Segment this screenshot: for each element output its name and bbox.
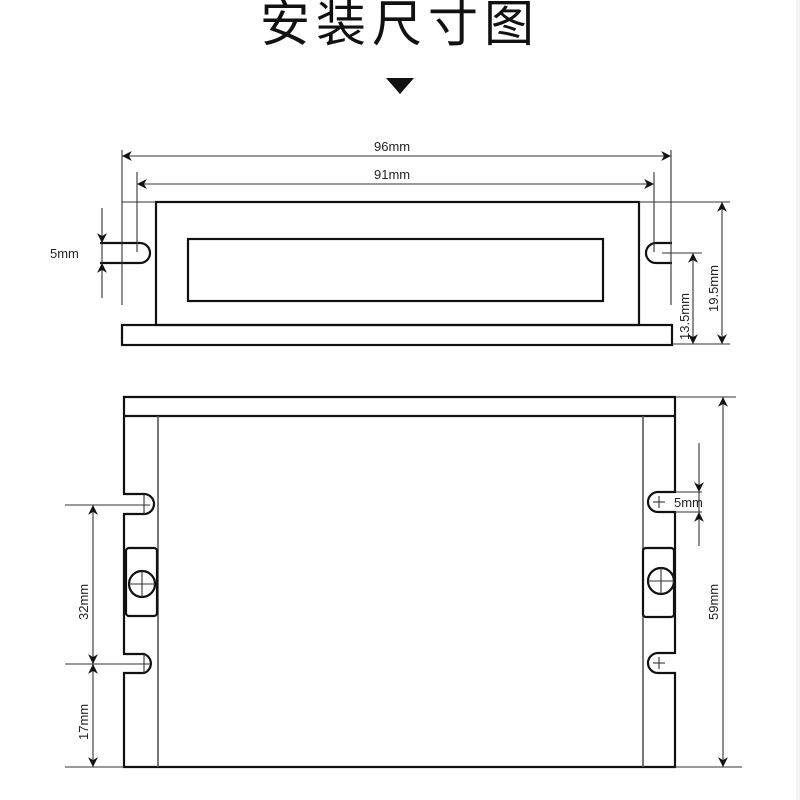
top-base-plate bbox=[120, 323, 674, 347]
dim-17mm: 17mm bbox=[76, 704, 91, 740]
dim-96mm: 96mm bbox=[374, 139, 410, 154]
top-body-outline bbox=[154, 200, 641, 327]
front-view: 32mm 17mm 5mm 59mm bbox=[65, 395, 742, 769]
left-mount-bracket bbox=[124, 546, 159, 618]
dim-5mm-front: 5mm bbox=[674, 495, 703, 510]
dim-19-5mm: 19.5mm bbox=[706, 265, 721, 312]
dim-32mm: 32mm bbox=[76, 584, 91, 620]
page-title: 安装尺寸图 bbox=[260, 0, 540, 53]
page-edge bbox=[796, 0, 800, 800]
front-body-outline bbox=[122, 395, 677, 769]
left-slot bbox=[100, 241, 152, 265]
top-inner-window bbox=[186, 237, 605, 303]
dim-5mm-top: 5mm bbox=[50, 246, 79, 261]
dim-13-5mm: 13.5mm bbox=[677, 293, 692, 340]
dim-91mm: 91mm bbox=[374, 167, 410, 182]
dim-59mm: 59mm bbox=[706, 584, 721, 620]
top-view: 96mm 91mm 5mm 13.5mm 19.5mm bbox=[50, 139, 730, 347]
down-triangle-icon bbox=[386, 78, 414, 94]
